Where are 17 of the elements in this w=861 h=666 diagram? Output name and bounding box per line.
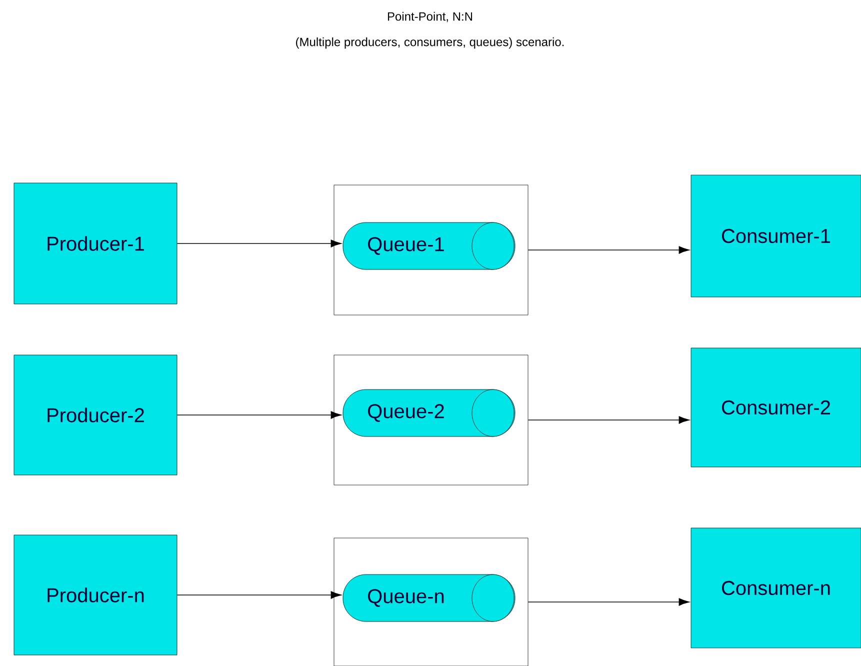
- consumer-box: Consumer-2: [690, 348, 861, 468]
- queue-cylinder: Queue-2: [342, 389, 516, 437]
- arrow: [528, 598, 690, 606]
- subtitle: (Multiple producers, consumers, queues) scenario.: [296, 37, 564, 49]
- consumer-box: Consumer-n: [690, 528, 861, 648]
- consumer-box: Consumer-1: [690, 174, 861, 298]
- producer-box: Producer-n: [14, 534, 178, 656]
- producer-box: Producer-2: [14, 354, 178, 476]
- arrow: [176, 240, 342, 248]
- arrow: [176, 591, 342, 599]
- producer-box: Producer-1: [14, 182, 178, 304]
- queue-cylinder: Queue-n: [342, 574, 516, 622]
- arrow: [528, 246, 690, 254]
- title: Point-Point, N:N: [388, 12, 472, 22]
- queue-cylinder: Queue-1: [342, 222, 516, 270]
- arrow: [528, 416, 690, 424]
- arrow: [176, 411, 342, 419]
